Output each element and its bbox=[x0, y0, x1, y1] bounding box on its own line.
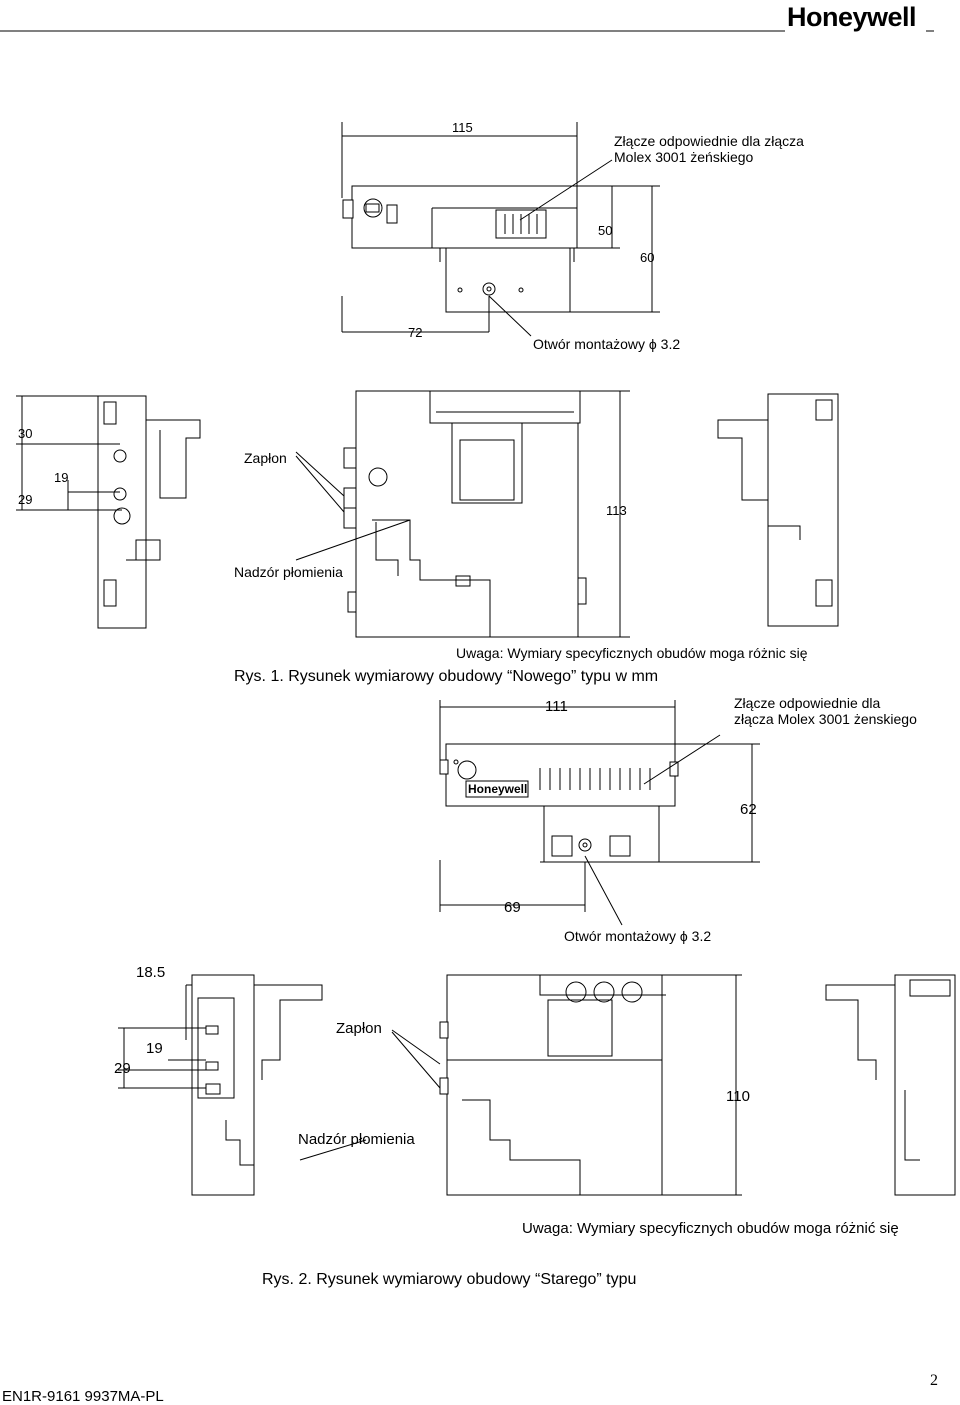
connector-note-line2: złącza Molex 3001 żenskiego bbox=[734, 711, 917, 727]
fig2-side-view-drawing bbox=[118, 974, 956, 1196]
doc-code: EN1R-9161 9937MA-PL bbox=[2, 1388, 164, 1405]
honeywell-logo: Honeywell bbox=[787, 2, 917, 32]
dim-50: 50 bbox=[598, 223, 613, 238]
dim-72: 72 bbox=[408, 325, 423, 340]
dim-62: 62 bbox=[740, 801, 757, 818]
flame-monitoring-label: Nadzór płomienia bbox=[298, 1131, 415, 1148]
dim-60: 60 bbox=[640, 250, 655, 265]
fig1-note: Uwaga: Wymiary specyficznych obudów moga… bbox=[456, 645, 808, 661]
dim-19: 19 bbox=[54, 470, 69, 485]
fig1-side-view-drawing bbox=[16, 390, 839, 638]
dim-30: 30 bbox=[18, 426, 33, 441]
dim-width-111: 111 bbox=[545, 698, 568, 715]
header-rule bbox=[0, 30, 934, 32]
fig1-caption: Rys. 1. Rysunek wymiarowy obudowy “Noweg… bbox=[234, 668, 659, 685]
dim-19: 19 bbox=[146, 1040, 163, 1057]
fig2-note: Uwaga: Wymiary specyficznych obudów moga… bbox=[522, 1220, 899, 1237]
connector-note-line2: Molex 3001 żeńskiego bbox=[614, 149, 754, 165]
dim-29: 29 bbox=[18, 492, 33, 507]
dim-18-5: 18.5 bbox=[136, 964, 166, 981]
dim-width-115: 115 bbox=[452, 120, 473, 135]
fig2-caption: Rys. 2. Rysunek wymiarowy obudowy “Stare… bbox=[262, 1271, 637, 1288]
dim-113: 113 bbox=[606, 503, 627, 518]
flame-monitoring-label: Nadzór płomienia bbox=[234, 564, 343, 580]
fig1-top-view-drawing bbox=[341, 122, 660, 337]
ignition-label: Zapłon bbox=[336, 1020, 382, 1037]
dim-110: 110 bbox=[726, 1088, 750, 1105]
fig2-top-view-drawing bbox=[439, 700, 760, 926]
mounting-hole-label: Otwór montażowy ϕ 3.2 bbox=[564, 928, 712, 944]
dim-69: 69 bbox=[504, 899, 521, 916]
mounting-hole-label: Otwór montażowy ϕ 3.2 bbox=[533, 336, 681, 352]
connector-note-line1: Złącze odpowiednie dla bbox=[734, 695, 881, 711]
connector-note-line1: Złącze odpowiednie dla złącza bbox=[614, 133, 804, 149]
page-number: 2 bbox=[930, 1372, 938, 1389]
device-logo: Honeywell bbox=[468, 782, 528, 796]
dim-29: 29 bbox=[114, 1060, 131, 1077]
ignition-label: Zapłon bbox=[244, 450, 287, 466]
